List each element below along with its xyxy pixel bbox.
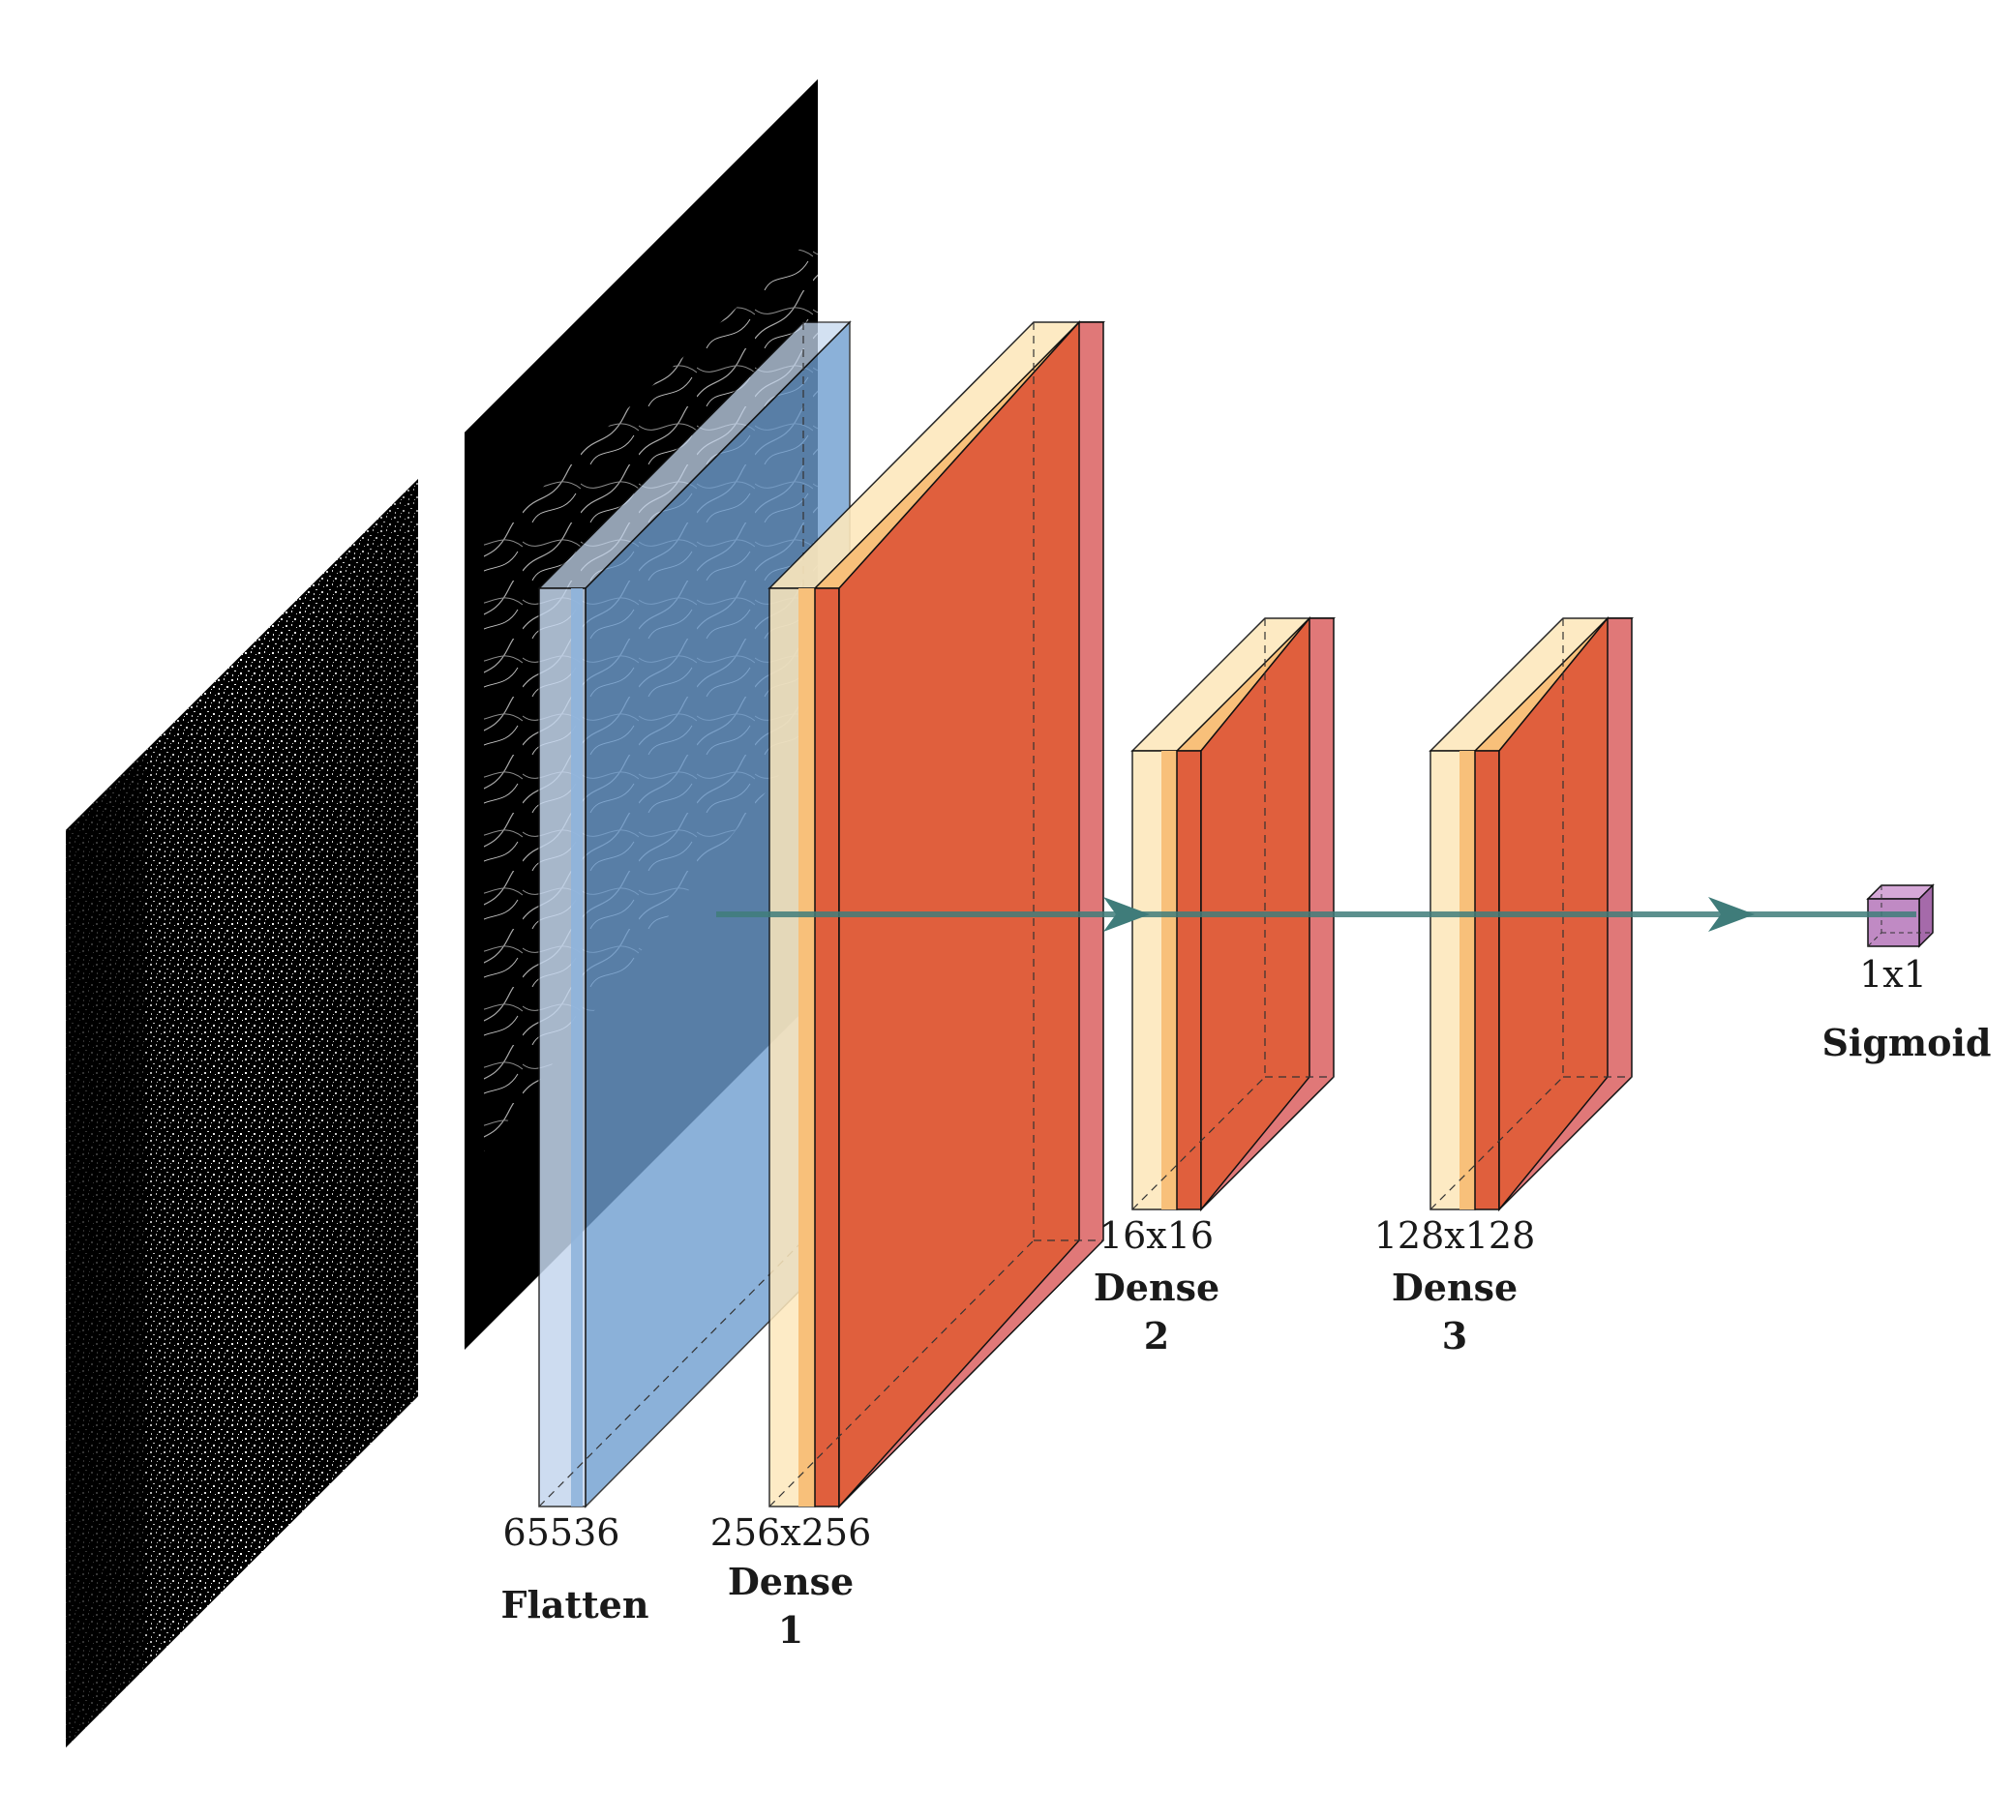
input-noisy-image: [66, 479, 418, 1747]
flatten-size-label: 65536: [503, 1511, 620, 1554]
data-flow-arrow: [716, 897, 1916, 932]
dense3-name-line1: Dense: [1392, 1266, 1518, 1309]
flatten-name-label: Flatten: [501, 1583, 649, 1626]
dense3-name-line2: 3: [1442, 1314, 1467, 1358]
dense1-name-line2: 1: [778, 1608, 803, 1652]
dense1-size-label: 256x256: [710, 1511, 872, 1554]
sigmoid-name-label: Sigmoid: [1821, 1021, 1991, 1064]
arrow-head-1: [1103, 897, 1150, 932]
dense3-size-label: 128x128: [1374, 1214, 1536, 1257]
dense1-name-line1: Dense: [728, 1560, 854, 1603]
dense2-size-label: 16x16: [1099, 1214, 1214, 1257]
dense2-name-line1: Dense: [1094, 1266, 1219, 1309]
sigmoid-size-label: 1x1: [1859, 953, 1927, 996]
arrow-head-2: [1708, 897, 1755, 932]
dense2-name-line2: 2: [1144, 1314, 1169, 1358]
sigmoid-layer: [1866, 883, 1935, 948]
